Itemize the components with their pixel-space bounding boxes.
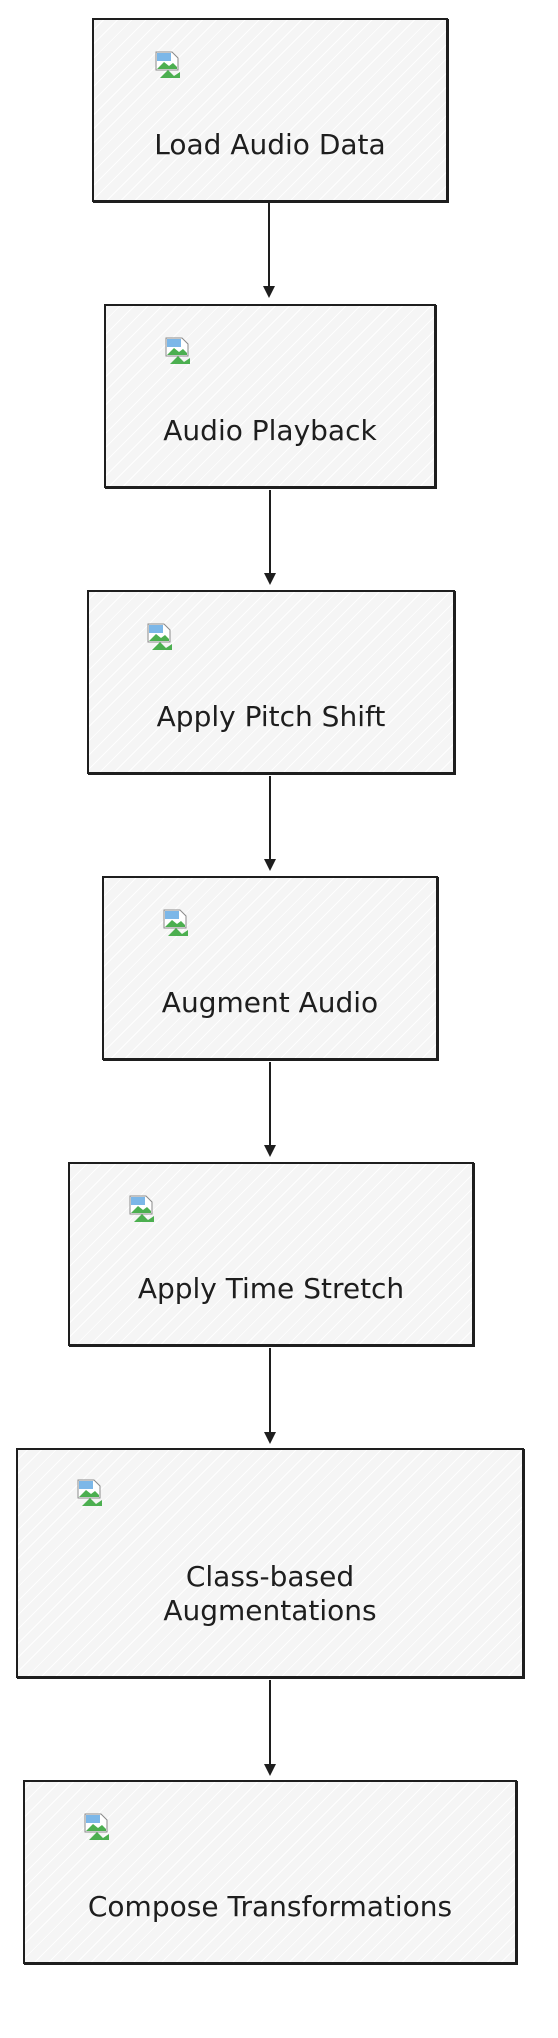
- node-label: Class-based Augmentations: [163, 1560, 377, 1627]
- broken-image-icon: [155, 51, 180, 78]
- node-label: Apply Pitch Shift: [156, 700, 386, 733]
- node-label: Load Audio Data: [154, 128, 386, 161]
- node-compose-transformations[interactable]: Compose Transformations: [23, 1780, 517, 1964]
- node-label: Audio Playback: [163, 414, 377, 447]
- node-augment-audio[interactable]: Augment Audio: [102, 876, 438, 1060]
- node-label: Compose Transformations: [87, 1890, 453, 1923]
- broken-image-icon: [147, 623, 172, 650]
- node-audio-playback[interactable]: Audio Playback: [104, 304, 436, 488]
- node-label: Augment Audio: [161, 986, 379, 1019]
- node-apply-time-stretch[interactable]: Apply Time Stretch: [68, 1162, 474, 1346]
- broken-image-icon: [77, 1479, 102, 1506]
- node-load-audio-data[interactable]: Load Audio Data: [92, 18, 448, 202]
- node-label: Apply Time Stretch: [137, 1272, 405, 1305]
- broken-image-icon: [129, 1195, 154, 1222]
- node-apply-pitch-shift[interactable]: Apply Pitch Shift: [87, 590, 455, 774]
- node-class-based-augmentations[interactable]: Class-based Augmentations: [16, 1448, 524, 1678]
- broken-image-icon: [163, 909, 188, 936]
- broken-image-icon: [165, 337, 190, 364]
- broken-image-icon: [84, 1813, 109, 1840]
